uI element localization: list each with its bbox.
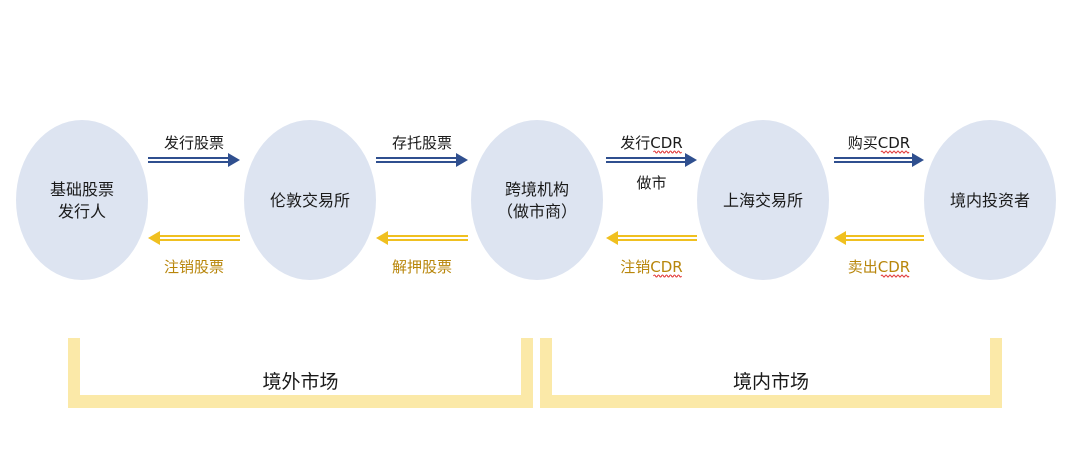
node-label: （做市商） <box>497 202 577 221</box>
forward-arrow <box>834 153 924 167</box>
node-label: 跨境机构 <box>505 180 569 199</box>
flow-top-label: 存托股票 <box>392 134 452 152</box>
node-circle <box>471 120 603 280</box>
forward-arrow <box>376 153 468 167</box>
node-investor: 境内投资者 <box>924 120 1056 280</box>
node-circle <box>924 120 1056 280</box>
node-label: 上海交易所 <box>723 191 803 210</box>
node-label: 伦敦交易所 <box>270 191 350 210</box>
market-bracket-2: 境内市场 <box>540 338 1002 408</box>
node-sse: 上海交易所 <box>697 120 829 280</box>
flow-bottom-label: 注销股票 <box>164 258 224 276</box>
flow-bottom-label: 注销CDR <box>620 258 682 276</box>
forward-arrow <box>148 153 240 167</box>
node-circle <box>697 120 829 280</box>
node-circle <box>16 120 148 280</box>
node-circle <box>244 120 376 280</box>
market-label: 境外市场 <box>262 371 338 393</box>
flow-top-sublabel: 做市 <box>636 174 666 192</box>
flow-top-label: 发行股票 <box>164 134 224 152</box>
node-cross: 跨境机构 （做市商） <box>471 120 603 280</box>
backward-arrow <box>606 231 697 245</box>
node-label: 境内投资者 <box>950 191 1030 210</box>
flow-bottom-label: 解押股票 <box>392 258 452 276</box>
backward-arrow <box>376 231 468 245</box>
flow-bottom-label: 卖出CDR <box>848 258 910 276</box>
market-bracket-1: 境外市场 <box>68 338 533 408</box>
backward-arrow <box>148 231 240 245</box>
node-label: 发行人 <box>58 202 106 221</box>
spellcheck-underline <box>653 150 682 154</box>
flow-4: 购买CDR 卖出CDR <box>834 134 924 278</box>
spellcheck-underline <box>880 150 910 154</box>
forward-arrow <box>606 153 697 167</box>
spellcheck-underline <box>880 274 910 278</box>
market-label: 境内市场 <box>733 371 809 393</box>
backward-arrow <box>834 231 924 245</box>
node-lse: 伦敦交易所 <box>244 120 376 280</box>
node-label: 基础股票 <box>50 180 114 199</box>
flow-top-label: 发行CDR <box>620 134 682 152</box>
spellcheck-underline <box>653 274 682 278</box>
flow-top-label: 购买CDR <box>848 134 910 152</box>
